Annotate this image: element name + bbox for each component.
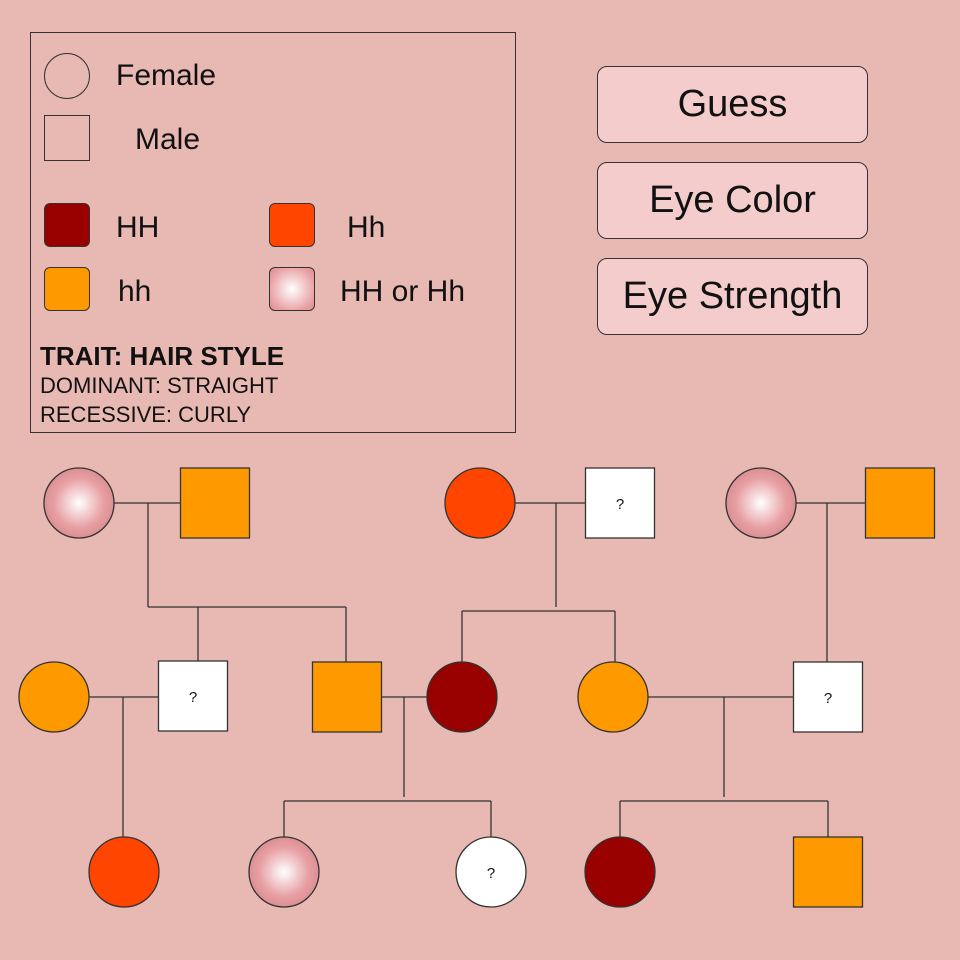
male-label: Male bbox=[135, 123, 201, 156]
unknown-mark-g2-m1: ? bbox=[189, 689, 197, 706]
swatch-hh-heterozygous bbox=[269, 203, 315, 247]
pedigree-individuals: ???? bbox=[18, 467, 936, 908]
female-individual-g2-f3[interactable] bbox=[577, 661, 649, 733]
male-symbol-icon bbox=[44, 115, 90, 161]
female-symbol-icon bbox=[44, 53, 90, 99]
pedigree-lines bbox=[89, 502, 866, 837]
guess-button[interactable]: Guess bbox=[597, 66, 868, 143]
male-individual-g2-m3[interactable] bbox=[792, 661, 864, 733]
male-individual-g1-m2[interactable] bbox=[584, 467, 656, 539]
female-label: Female bbox=[116, 59, 217, 92]
male-individual-g1-m3[interactable] bbox=[864, 467, 936, 539]
unknown-mark-g1-m2: ? bbox=[616, 496, 624, 513]
label-hh-heterozygous: Hh bbox=[347, 211, 386, 244]
unknown-mark-g2-m3: ? bbox=[824, 690, 832, 707]
female-individual-g1-f2[interactable] bbox=[444, 467, 516, 539]
eye-color-button[interactable]: Eye Color bbox=[597, 162, 868, 239]
unknown-mark-g3-f3: ? bbox=[487, 865, 495, 882]
female-individual-g3-f1[interactable] bbox=[88, 836, 160, 908]
swatch-hh-recessive bbox=[44, 267, 90, 311]
swatch-hh-or-hh bbox=[269, 267, 315, 311]
female-individual-g2-f1[interactable] bbox=[18, 661, 90, 733]
male-individual-g2-m2[interactable] bbox=[311, 661, 383, 733]
female-individual-g3-f3[interactable] bbox=[455, 836, 527, 908]
label-hh-recessive: hh bbox=[118, 275, 152, 308]
female-individual-g1-f1[interactable] bbox=[43, 467, 115, 539]
eye-strength-button[interactable]: Eye Strength bbox=[597, 258, 868, 335]
recessive-trait: RECESSIVE: CURLY bbox=[40, 402, 252, 427]
female-individual-g1-f3[interactable] bbox=[725, 467, 797, 539]
dominant-trait: DOMINANT: STRAIGHT bbox=[40, 373, 279, 398]
female-individual-g3-f2[interactable] bbox=[248, 836, 320, 908]
trait-title: TRAIT: HAIR STYLE bbox=[40, 341, 285, 371]
male-individual-g1-m1[interactable] bbox=[179, 467, 251, 539]
swatch-hh-dominant bbox=[44, 203, 90, 247]
male-individual-g2-m1[interactable] bbox=[157, 660, 229, 732]
female-individual-g3-f4[interactable] bbox=[584, 836, 656, 908]
female-individual-g2-f2[interactable] bbox=[426, 661, 498, 733]
male-individual-g3-m1[interactable] bbox=[792, 836, 864, 908]
label-hh-or-hh: HH or Hh bbox=[340, 275, 466, 308]
label-hh-dominant: HH bbox=[116, 211, 160, 244]
legend: Female Male HH Hh hh HH or Hh TRAIT: HAI… bbox=[30, 32, 516, 433]
